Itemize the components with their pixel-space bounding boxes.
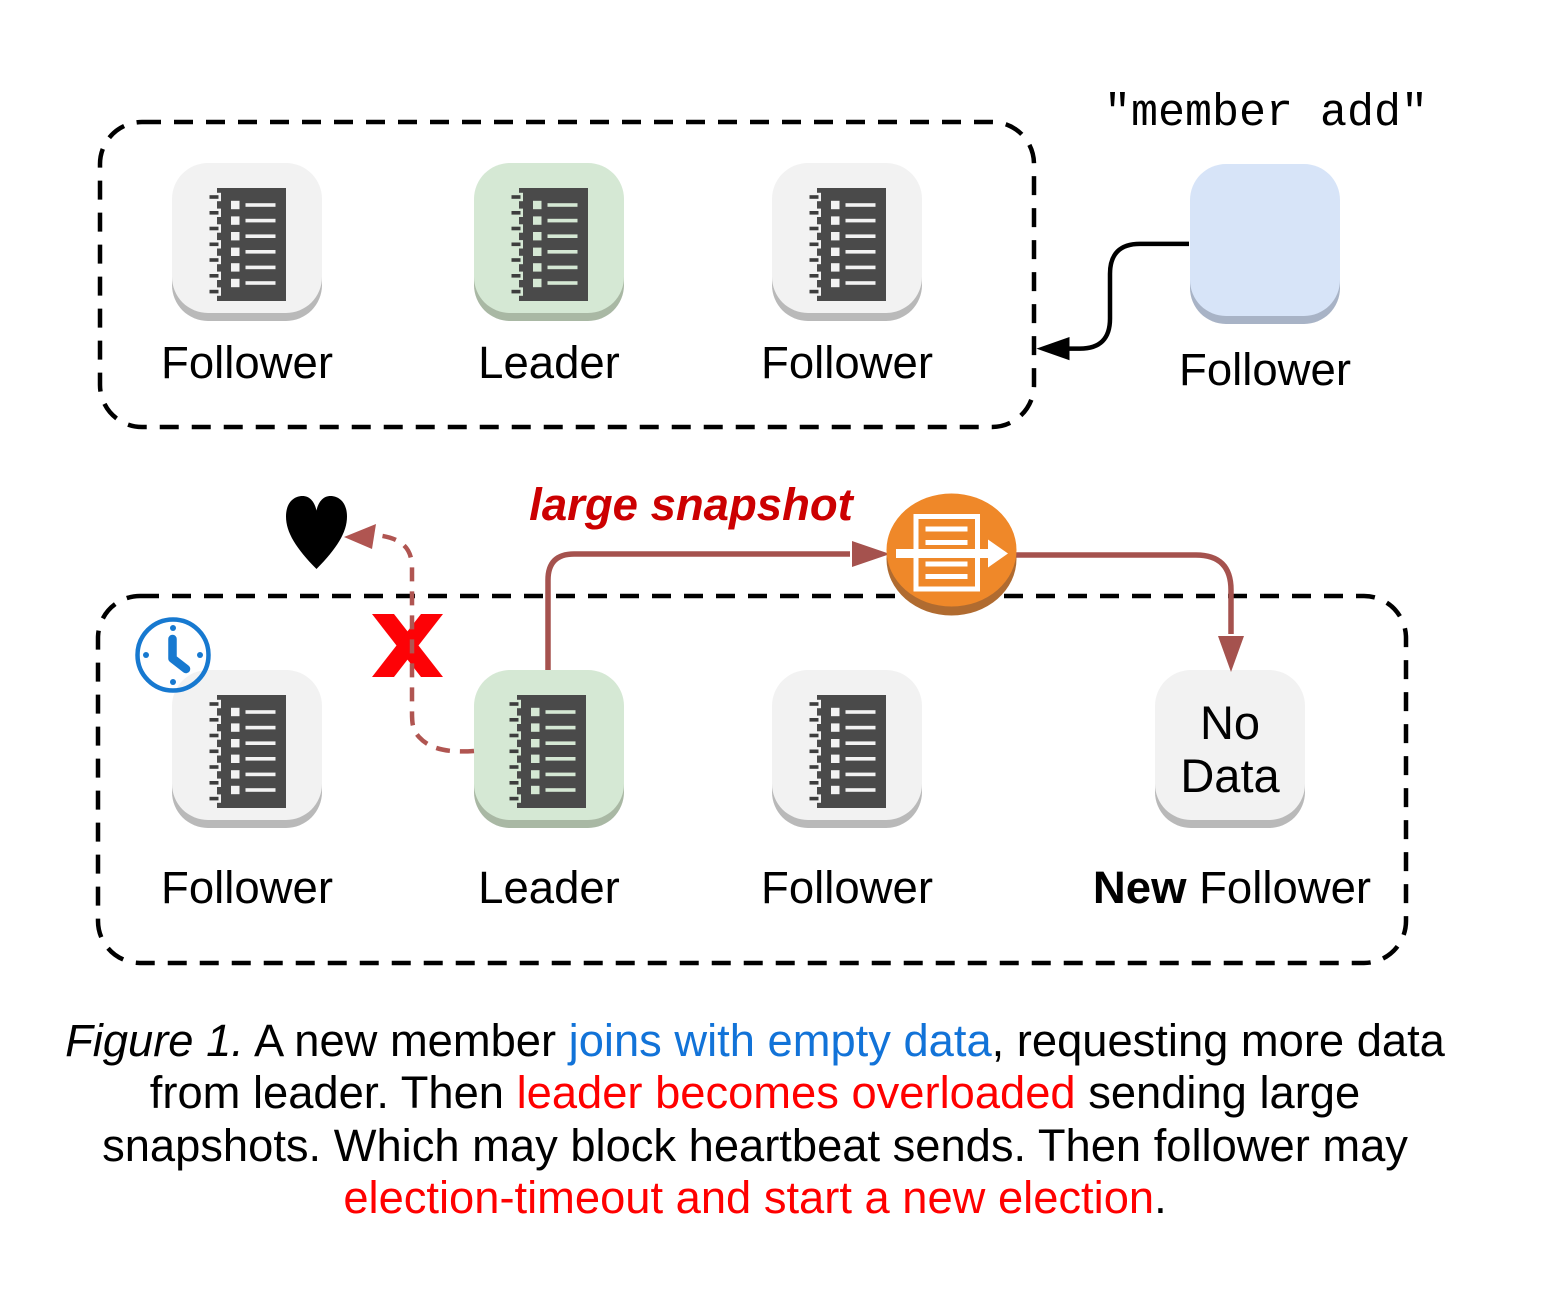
svg-text:New Follower: New Follower [1093,862,1371,913]
svg-text:Follower: Follower [161,337,333,388]
svg-text:Follower: Follower [1179,344,1351,395]
svg-text:Data: Data [1180,749,1280,802]
svg-text:"member add": "member add" [1104,88,1428,139]
svg-text:Leader: Leader [478,337,620,388]
svg-text:Follower: Follower [161,862,333,913]
svg-text:No: No [1200,696,1260,749]
svg-text:election-timeout and start a n: election-timeout and start a new electio… [343,1172,1166,1223]
svg-text:Leader: Leader [478,862,620,913]
svg-text:large snapshot: large snapshot [529,479,854,530]
svg-text:Figure 1. A new member joins w: Figure 1. A new member joins with empty … [65,1015,1446,1066]
svg-text:Follower: Follower [761,862,933,913]
svg-text:Follower: Follower [761,337,933,388]
svg-text:snapshots. Which may block hea: snapshots. Which may block heartbeat sen… [102,1120,1408,1171]
svg-text:from leader. Then leader becom: from leader. Then leader becomes overloa… [150,1067,1360,1118]
